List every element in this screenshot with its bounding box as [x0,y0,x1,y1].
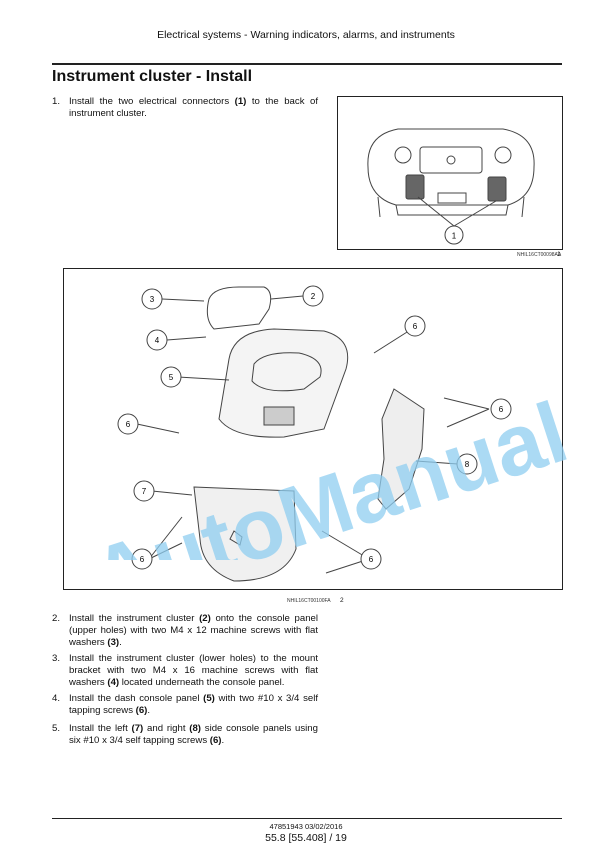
document-id: 47851943 03/02/2016 [269,822,343,831]
callout-5: 5 [169,373,174,382]
step-text: Install the instrument cluster (lower ho… [69,653,318,688]
step-5: 5. Install the left (7) and right (8) sid… [52,723,318,747]
callout-6-bottom-right: 6 [369,555,374,564]
step-text: Install the two electrical connectors (1… [69,96,318,119]
callout-6-left: 6 [126,420,131,429]
page-number: 55.8 [55.408] / 19 [265,832,347,844]
figure-2-code: NHIL16CT00100FA [287,598,331,604]
step-number: 2. [52,613,61,624]
figure-2-frame: 3 2 4 6 5 6 6 7 8 6 6 [63,268,563,590]
figure-1-code: NHIL16CT00098AA [517,252,562,258]
callout-4: 4 [155,336,160,345]
footer-rule [52,818,562,819]
step-4: 4. Install the dash console panel (5) wit… [52,693,318,717]
figure-1-frame: 1 [337,96,563,250]
figure-2-number: 2 [340,597,344,604]
callout-1: 1 [452,232,457,241]
step-1: 1. Install the two electrical connectors … [52,96,318,120]
figure-1-number: 1 [557,251,561,258]
step-text: Install the dash console panel (5) with … [69,693,318,716]
callout-2: 2 [311,292,316,301]
callout-6-top: 6 [413,322,418,331]
step-2: 2. Install the instrument cluster (2) ont… [52,613,318,649]
header-rule [52,63,562,65]
callout-7: 7 [142,487,147,496]
instrument-cluster-back-illustration: 1 [367,128,535,245]
step-number: 5. [52,723,61,734]
callout-3: 3 [150,295,155,304]
step-text: Install the left (7) and right (8) side … [69,723,318,746]
callout-6-right: 6 [499,405,504,414]
step-3: 3. Install the instrument cluster (lower … [52,653,318,689]
callout-6-bottom-left: 6 [140,555,145,564]
step-text: Install the instrument cluster (2) onto … [69,613,318,648]
console-panels-exploded-illustration: 3 2 4 6 5 6 6 7 8 6 6 [117,285,512,582]
step-number: 1. [52,96,61,107]
callout-8: 8 [465,460,470,469]
step-number: 3. [52,653,61,664]
section-title: Instrument cluster - Install [52,68,253,85]
page-header: Electrical systems - Warning indicators,… [157,29,455,41]
step-number: 4. [52,693,61,704]
